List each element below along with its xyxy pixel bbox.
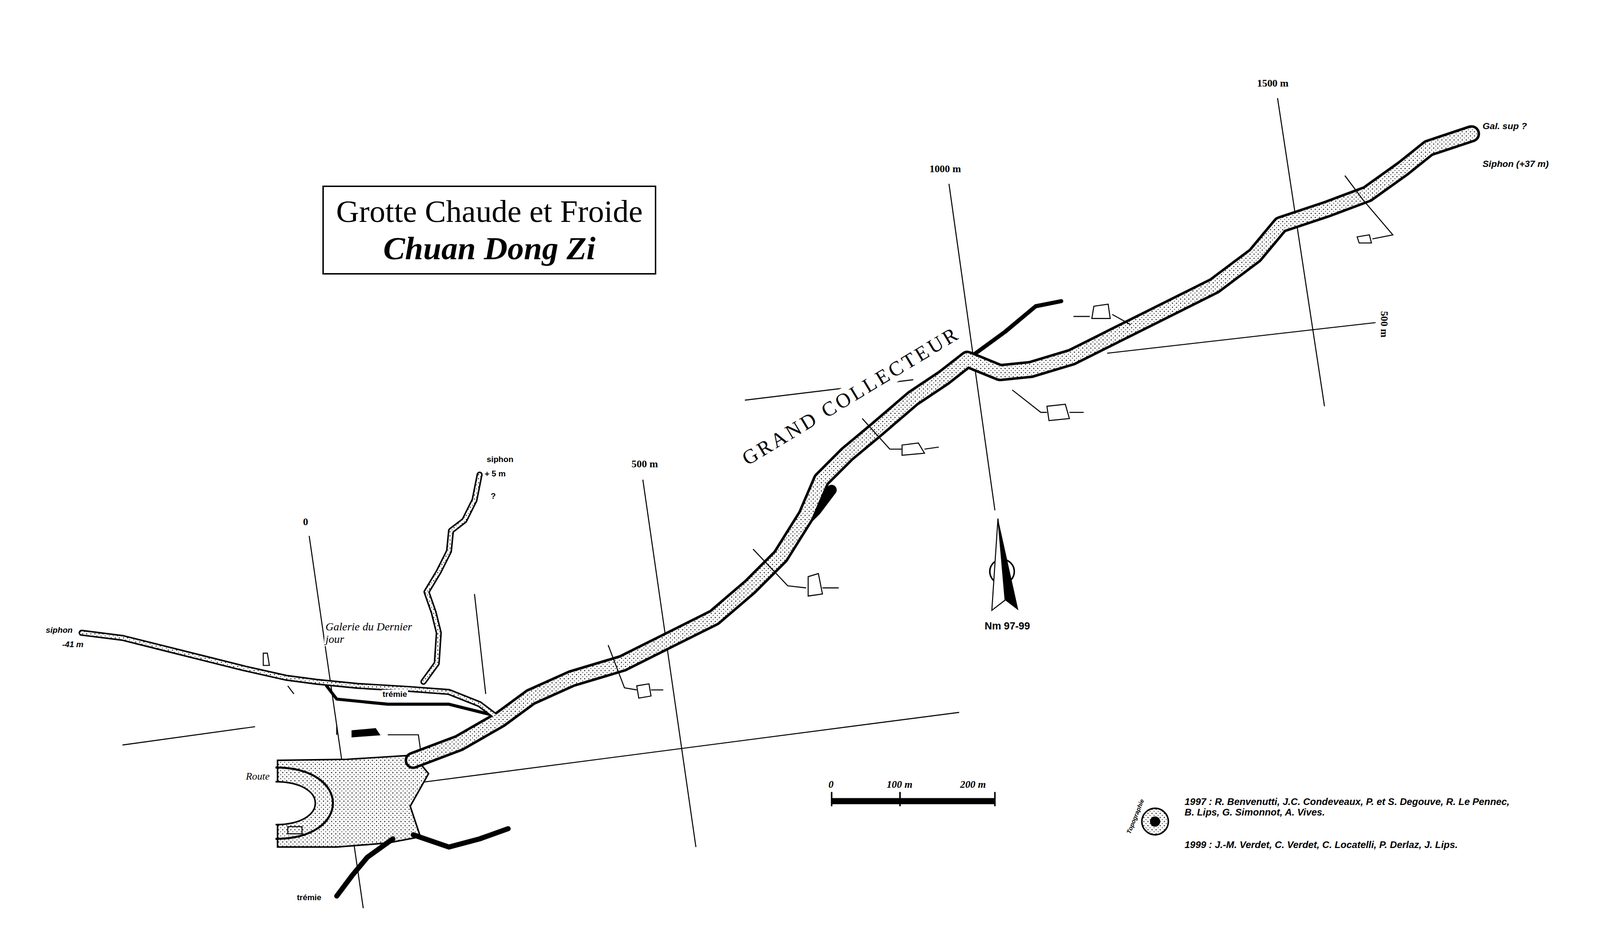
survey-stroke [423, 474, 480, 682]
survey-stroke [287, 685, 295, 695]
credit-note: 1997 : R. Benvenutti, J.C. Condeveaux, P… [1183, 795, 1513, 819]
passage-note: ? [489, 491, 497, 502]
survey-stroke [822, 587, 839, 589]
siphon-label: siphon [44, 625, 74, 636]
grid-label: 500 m [1377, 310, 1390, 339]
title-box: Grotte Chaude et FroideChuan Dong Zi [322, 185, 657, 275]
gallery-name: Galerie du Dernier jour [324, 620, 424, 647]
survey-stroke [752, 549, 806, 588]
title-text: Grotte Chaude et Froide [330, 193, 649, 230]
survey-stroke [1277, 98, 1325, 407]
north-arrow [989, 518, 1019, 611]
survey-stroke [387, 734, 421, 750]
gallery-floor [81, 133, 1472, 761]
scale-label: 200 m [959, 778, 987, 791]
survey-stroke [423, 474, 480, 682]
grid-label: 0 [301, 516, 309, 529]
grid-label: 500 m [630, 458, 659, 471]
survey-stroke [474, 594, 486, 695]
survey-stroke [122, 726, 255, 745]
survey-stroke [352, 728, 380, 737]
grid-label: 1000 m [928, 163, 962, 176]
survey-stroke [413, 828, 508, 848]
north-label: Nm 97-99 [983, 620, 1031, 633]
survey-stroke [636, 684, 652, 699]
credit-note: 1999 : J.-M. Verdet, C. Verdet, C. Locat… [1183, 838, 1523, 851]
logo [1141, 808, 1169, 835]
survey-stroke [948, 183, 995, 511]
survey-stroke [1047, 404, 1070, 421]
survey-stroke [287, 826, 303, 834]
survey-stroke [1149, 816, 1160, 827]
survey-stroke [336, 838, 393, 896]
siphon-label: Siphon (+37 m) [1481, 158, 1550, 170]
survey-stroke [830, 792, 833, 807]
subtitle-text: Chuan Dong Zi [330, 229, 649, 268]
scale-bar [831, 792, 995, 807]
gallery-name: GRAND COLLECTEUR [737, 320, 965, 471]
survey-stroke [831, 798, 995, 805]
scale-label: 0 [827, 778, 835, 791]
scale-label: 100 m [885, 778, 914, 791]
survey-stroke [308, 535, 364, 909]
survey-stroke [899, 792, 901, 807]
depth-label: -41 m [61, 640, 85, 651]
passage-note: Gal. sup ? [1481, 120, 1529, 132]
cross-sections [263, 175, 1393, 750]
survey-stroke [993, 792, 996, 807]
survey-stroke [1345, 175, 1393, 239]
survey-stroke [275, 767, 333, 839]
entrance-hall [275, 755, 429, 848]
survey-stroke [336, 724, 338, 735]
siphon-label: siphon [485, 454, 515, 465]
gallery-walls [81, 133, 1472, 897]
survey-stroke [1073, 316, 1090, 318]
survey-stroke [924, 447, 939, 450]
survey-stroke [862, 418, 903, 450]
survey-stroke [607, 645, 637, 691]
survey-stroke [1357, 234, 1372, 243]
survey-stroke [902, 442, 925, 456]
survey-stroke [1141, 808, 1169, 835]
survey-stroke [275, 781, 316, 825]
road-label: Route [244, 770, 271, 783]
survey-stroke [1012, 389, 1048, 413]
logo-text: Topographie [1125, 796, 1147, 836]
depth-label: + 5 m [483, 469, 507, 480]
survey-stroke [992, 518, 1006, 611]
survey-stroke [642, 479, 696, 848]
survey-stroke [1069, 411, 1084, 413]
survey-stroke [1112, 314, 1131, 325]
grid-label: 1500 m [1256, 77, 1290, 90]
survey-stroke [651, 689, 664, 691]
survey-stroke [1092, 304, 1111, 319]
survey-stroke [967, 301, 1061, 360]
rockfall-label: trémie [381, 689, 409, 700]
rockfall-label: trémie [296, 893, 323, 904]
grid-lines [122, 98, 1376, 909]
survey-stroke [263, 653, 270, 666]
survey-stroke [808, 573, 823, 596]
